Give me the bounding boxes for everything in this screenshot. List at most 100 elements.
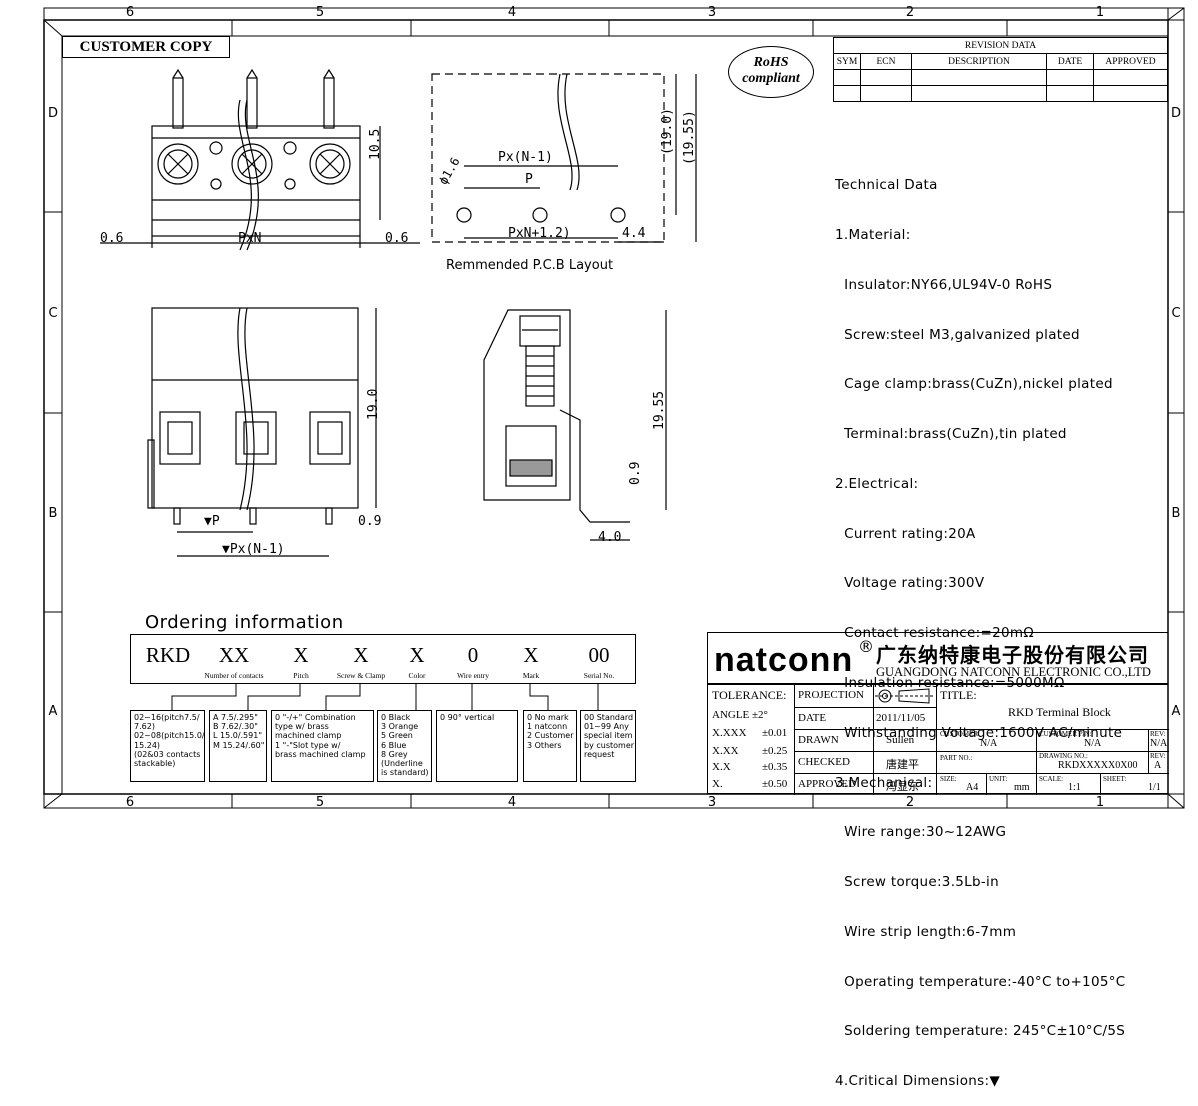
zone-left-d: D [47,106,58,121]
code-contacts: XX [218,643,250,667]
divider [1036,729,1037,795]
label-contacts: Number of contacts [204,671,264,680]
code-color: X [409,643,425,667]
code-wire-entry: 0 [467,643,479,667]
zone-bottom-3: 3 [707,795,717,810]
zone-right-c: C [1171,306,1181,321]
sheet-label: SHEET: [1103,775,1127,783]
checked-label: CHECKED [798,756,850,768]
tech-line: Screw:steel M3,galvanized plated [835,326,1080,343]
zone-left-c: C [48,306,58,321]
revision-table: REVISION DATA SYM ECN DESCRIPTION DATE A… [833,37,1168,102]
dim-p: P [525,172,533,187]
dim-06-right: 0.6 [385,231,409,246]
code-serial: 00 [588,643,610,667]
zone-top-5: 5 [315,5,325,20]
zone-right-d: D [1170,106,1181,121]
rohs-line1: RoHS [753,55,789,70]
company-name-en: GUANGDONG NATCONN ELECTRONIC CO.,LTD [876,665,1151,679]
drawing-frame [43,7,1185,809]
dim-4-4: 4.4 [622,226,646,241]
zone-bottom-6: 6 [125,795,135,810]
drawing-no-value: RKDXXXXX0X00 [1058,760,1138,771]
projection-symbol-icon [875,688,933,704]
ordering-code-box: RKD XX Number of contacts X Pitch X Scre… [130,634,636,684]
tolerance-x: X. [712,778,723,790]
tech-line: Operating temperature:-40°C to+105°C [835,973,1126,990]
tech-line: Voltage rating:300V [835,575,985,592]
tolerance-xx-value: ±0.35 [762,761,788,773]
tolerance-xx: X.X [712,761,731,773]
ordering-connectors [171,684,599,710]
rev2-value: A [1154,760,1162,771]
option-contacts: 02~16(pitch7.5/ 7.62) 02~08(pitch15.0/ 1… [130,710,205,782]
tech-line: 2.Electrical: [835,475,919,492]
code-pitch: X [293,643,309,667]
tolerance-xxx: X.XX [712,745,739,757]
tech-line: Screw torque:3.5Lb-in [835,874,999,891]
divider [794,773,1169,774]
date-label: DATE [798,712,827,724]
customer-value: N/A [980,738,998,749]
code-mark: X [523,643,539,667]
zone-top-2: 2 [905,5,915,20]
tech-line: Current rating:20A [835,525,976,542]
code-screw: X [353,643,369,667]
technical-data: Technical Data 1.Material: Insulator:NY6… [835,144,1126,1106]
title-block: TOLERANCE: ANGLE ±2° X.XXX ±0.01 X.XX ±0… [707,684,1169,795]
label-mark: Mark [522,671,540,680]
pcb-layout-drawing [431,73,697,243]
dim-19-55-ref: (19.55) [682,110,697,165]
dim-pxn: PxN [238,231,262,246]
divider [794,751,1169,752]
tolerance-xxx-value: ±0.25 [762,745,788,757]
rev-header-sym: SYM [833,53,861,70]
approved-label: APPROVED [798,778,857,790]
tolerance-label: TOLERANCE: [712,688,787,702]
part-no-label: PART NO.: [940,754,973,762]
revision-title: REVISION DATA [833,37,1168,54]
option-color: 0 Black 3 Orange 5 Green 6 Blue 8 Grey (… [377,710,432,782]
dim-06-left: 0.6 [100,231,124,246]
zone-right-a: A [1171,704,1181,719]
dim-19-0: 19.0 [366,388,381,420]
tech-line: 4.Critical Dimensions:▼ [835,1073,1001,1090]
divider [1148,729,1149,773]
rev-header-approved: APPROVED [1093,53,1168,70]
tolerance-angle: ANGLE ±2° [712,709,768,721]
divider [794,729,1169,730]
option-mark: 0 No mark 1 natconn 2 Customer 3 Others [523,710,577,782]
unit-label: UNIT: [989,775,1008,783]
tech-line: Cage clamp:brass(CuZn),nickel plated [835,376,1113,393]
dim-pxn-1-2: PxN+1.2) [508,226,571,241]
zone-left-b: B [48,506,58,521]
dim-19-55: 19.55 [652,390,667,430]
tolerance-x-value: ±0.50 [762,778,788,790]
dim-4-0: 4.0 [598,530,622,545]
divider [873,685,874,795]
label-serial: Serial No. [583,671,615,680]
tech-line: Withstanding Voltage:1600V AC/minute [835,724,1123,741]
title-label: TITLE: [940,688,977,702]
dim-pitch-total: ▼Px(N-1) [222,542,285,557]
rev-label: REV: [1150,730,1166,738]
approved-value: 冯显东 [886,781,919,793]
divider [794,685,795,795]
tech-line: Terminal:brass(CuZn),tin plated [835,426,1067,443]
drawn-value: Sullen [886,734,915,746]
zone-top-4: 4 [507,5,517,20]
rev-header-description: DESCRIPTION [911,53,1047,70]
company-name-cn: 广东纳特康电子股份有限公司 [876,643,1149,667]
zone-right-b: B [1171,506,1181,521]
option-wire-entry: 0 90° vertical [436,710,518,782]
label-wire-entry: Wire entry [457,671,489,680]
rev-header-ecn: ECN [860,53,912,70]
rev-value: N/A [1150,738,1168,749]
divider [936,685,937,795]
zone-bottom-5: 5 [315,795,325,810]
rev-row [833,69,1168,86]
zone-top-6: 6 [125,5,135,20]
front-view-drawing [147,307,377,557]
divider [1100,773,1101,795]
registered-mark: ® [858,637,874,656]
